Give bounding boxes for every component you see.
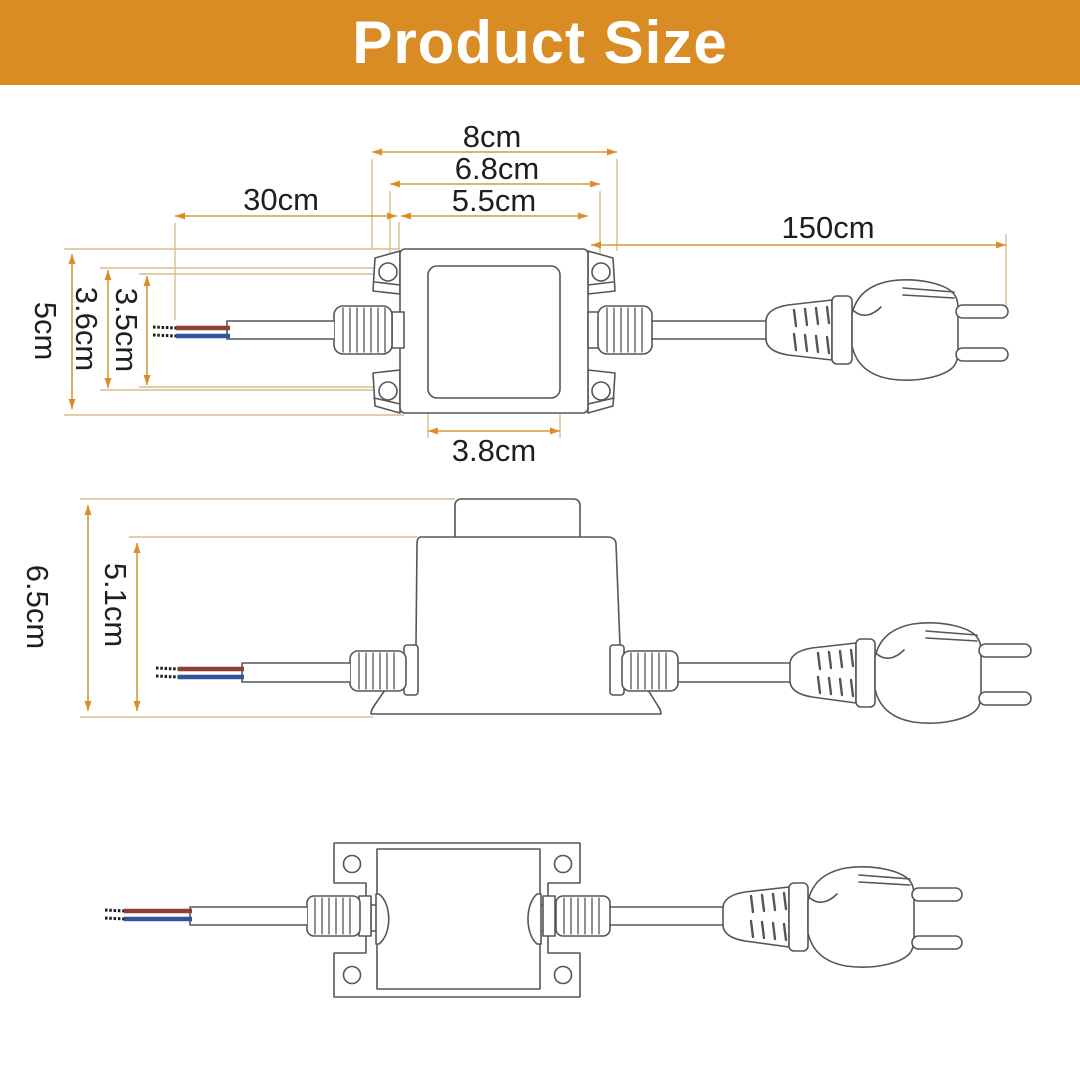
- product-size-diagram: 8cm 6.8cm 5.5cm 30cm 150cm 3.8cm 5cm 3.6…: [20, 119, 1032, 998]
- dim-label-3-5cm: 3.5cm: [109, 288, 144, 372]
- wire-leads: [152, 325, 230, 339]
- power-cord: [609, 906, 724, 926]
- strain-relief-left: [349, 650, 407, 692]
- dim-label-5cm: 5cm: [28, 302, 63, 361]
- wire-leads: [155, 666, 244, 680]
- screw-hole: [553, 854, 573, 874]
- device-body: [370, 536, 662, 715]
- plug-pin: [955, 347, 1009, 362]
- screw-hole: [591, 381, 611, 401]
- device-top-boss: [454, 498, 581, 542]
- dim-label-30cm: 30cm: [243, 182, 319, 217]
- plug-pin: [911, 887, 963, 902]
- power-cord: [651, 320, 767, 340]
- low-voltage-cable: [189, 906, 308, 926]
- strain-relief-right: [527, 893, 611, 945]
- strain-relief-left: [306, 893, 390, 945]
- dim-label-3-8cm: 3.8cm: [452, 433, 536, 468]
- low-voltage-cable: [241, 662, 351, 683]
- top-view-dimension-lines: [68, 148, 1006, 435]
- dim-label-150cm: 150cm: [781, 210, 874, 245]
- screw-hole: [553, 965, 573, 985]
- transformer-bottom-view: [104, 842, 963, 998]
- side-view-dimension-lines: [84, 505, 141, 711]
- plug-pin: [911, 935, 963, 950]
- dim-label-5-5cm: 5.5cm: [452, 183, 536, 218]
- transformer-side-view: [155, 498, 1032, 724]
- eu-plug: [722, 866, 963, 968]
- dim-label-3-6cm: 3.6cm: [69, 287, 104, 371]
- eu-plug: [765, 279, 1009, 381]
- top-view-drawing: 8cm 6.8cm 5.5cm 30cm 150cm 3.8cm 5cm 3.6…: [28, 119, 1009, 468]
- plug-pin: [978, 643, 1032, 658]
- screw-hole: [342, 965, 362, 985]
- strain-relief-right: [587, 305, 653, 355]
- side-view-extension-lines: [80, 498, 455, 718]
- screw-hole: [378, 381, 398, 401]
- device-body: [376, 848, 541, 990]
- header-banner: Product Size: [0, 0, 1080, 85]
- dim-label-5-1cm: 5.1cm: [98, 563, 133, 647]
- top-view-labels: 8cm 6.8cm 5.5cm 30cm 150cm 3.8cm 5cm 3.6…: [28, 119, 874, 468]
- page-title: Product Size: [352, 9, 728, 76]
- low-voltage-cable: [226, 320, 335, 340]
- wire-leads: [104, 908, 192, 922]
- screw-hole: [378, 262, 398, 282]
- eu-plug: [789, 622, 1032, 724]
- screw-hole: [591, 262, 611, 282]
- dim-label-8cm: 8cm: [463, 119, 522, 154]
- plug-pin: [955, 304, 1009, 319]
- side-view-drawing: 6.5cm 5.1cm: [20, 498, 1032, 724]
- device-cover-panel: [427, 265, 561, 399]
- transformer-top-view: [152, 248, 1009, 414]
- dim-label-6-8cm: 6.8cm: [455, 151, 539, 186]
- screw-hole: [342, 854, 362, 874]
- bottom-view-drawing: [104, 842, 963, 998]
- plug-pin: [978, 691, 1032, 706]
- side-view-labels: 6.5cm 5.1cm: [20, 563, 133, 649]
- strain-relief-right: [621, 650, 679, 692]
- dim-label-6-5cm: 6.5cm: [20, 565, 55, 649]
- strain-relief-left: [333, 305, 405, 355]
- power-cord: [677, 662, 791, 683]
